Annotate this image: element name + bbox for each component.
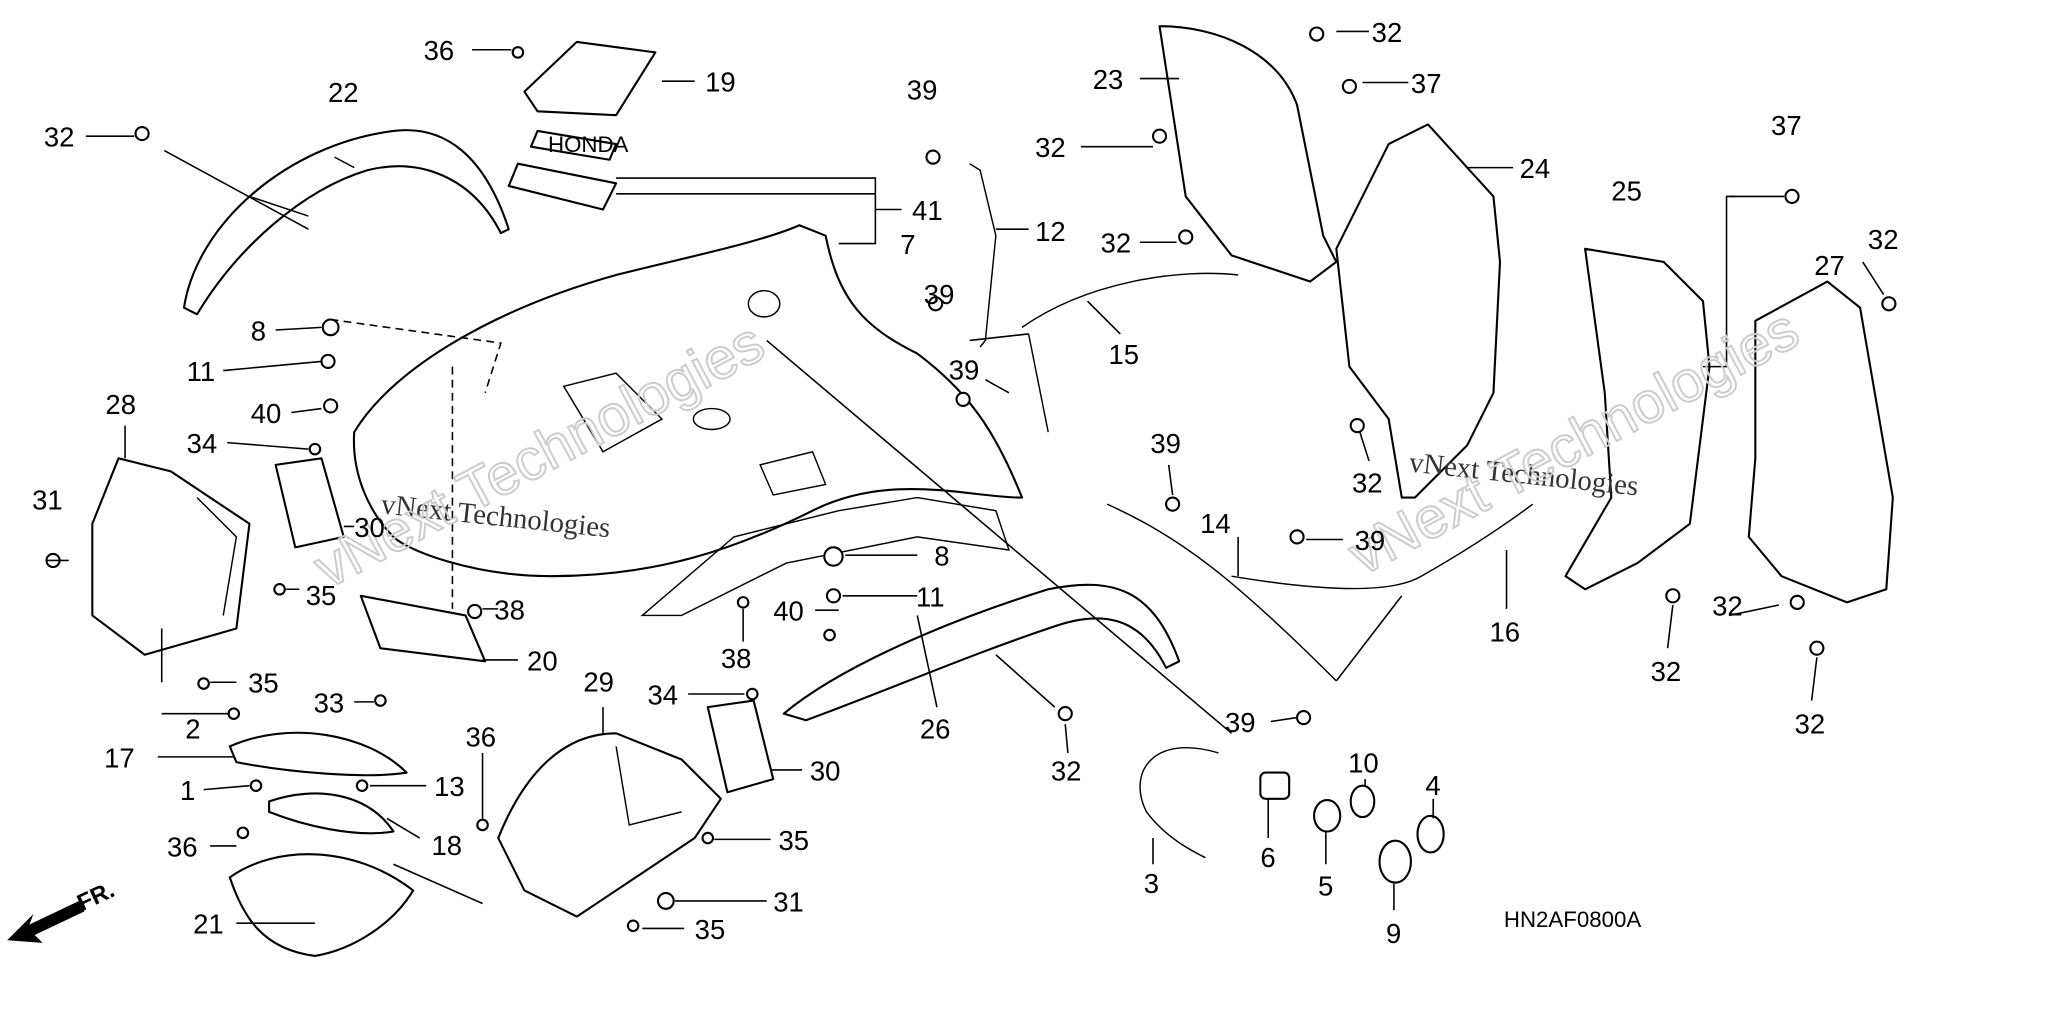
callout-35: 35 [695, 914, 726, 945]
callout-20: 20 [527, 645, 558, 676]
stay-part-15 [1021, 272, 1239, 433]
emblem-part-41: HONDA [507, 129, 629, 211]
seal-part-18 [268, 792, 395, 835]
callout-36: 36 [167, 831, 198, 862]
callout-32: 32 [1712, 590, 1743, 621]
callout-8: 8 [934, 541, 949, 572]
callout-2: 2 [185, 714, 200, 745]
callout-11: 11 [916, 581, 945, 612]
callout-31: 31 [773, 886, 804, 917]
callout-8: 8 [251, 315, 266, 346]
callout-26: 26 [920, 714, 951, 745]
callout-18: 18 [431, 830, 462, 861]
inner-panel-part-25 [1564, 247, 1711, 591]
callout-29: 29 [583, 666, 614, 697]
callout-39: 39 [949, 355, 980, 386]
callout-34: 34 [648, 679, 679, 710]
callout-6: 6 [1260, 842, 1275, 873]
callout-39: 39 [907, 75, 938, 106]
rear-fender-part-26 [782, 583, 1181, 722]
callouts: 36 19 22 32 41 7 39 12 23 32 37 32 24 32… [32, 17, 1898, 949]
callout-31: 31 [32, 484, 63, 515]
duct-part-30-left [274, 457, 345, 549]
inner-panel-part-24 [1335, 123, 1502, 499]
callout-36: 36 [424, 35, 455, 66]
callout-3: 3 [1144, 868, 1159, 899]
callout-17: 17 [104, 742, 135, 773]
stay-part-12 [969, 163, 997, 348]
callout-34: 34 [187, 428, 218, 459]
stay-part-14 [1106, 503, 1337, 682]
callout-4: 4 [1425, 770, 1440, 801]
callout-24: 24 [1520, 153, 1551, 184]
callout-15: 15 [1108, 339, 1139, 370]
callout-30: 30 [354, 512, 385, 543]
cover-part-17 [228, 731, 408, 777]
callout-23: 23 [1093, 64, 1124, 95]
front-fender-part-22 [182, 129, 510, 316]
fasteners [45, 26, 1897, 933]
callout-12: 12 [1035, 216, 1066, 247]
callout-39: 39 [924, 279, 955, 310]
callout-36: 36 [466, 721, 497, 752]
callout-30: 30 [810, 755, 841, 786]
callout-28: 28 [105, 389, 136, 420]
harness-part-3 [1139, 747, 1219, 859]
front-indicator-label: FR. [73, 876, 118, 916]
callout-32: 32 [1051, 755, 1082, 786]
callout-21: 21 [193, 909, 224, 940]
top-lid-part-19 [523, 40, 657, 117]
callout-32: 32 [1352, 467, 1383, 498]
callout-25: 25 [1611, 175, 1642, 206]
callout-33: 33 [314, 687, 345, 718]
callout-32: 32 [1795, 708, 1826, 739]
callout-37: 37 [1771, 110, 1802, 141]
grille-part-20 [359, 594, 487, 663]
callout-1: 1 [180, 775, 195, 806]
callout-14: 14 [1200, 508, 1231, 539]
callout-35: 35 [778, 825, 809, 856]
drawing-code: HN2AF0800A [1504, 907, 1641, 932]
callout-39: 39 [1355, 525, 1386, 556]
emblem-text: HONDA [548, 132, 629, 157]
callout-11: 11 [187, 356, 216, 387]
callout-32: 32 [1651, 656, 1682, 687]
callout-13: 13 [434, 771, 465, 802]
callout-32: 32 [1035, 132, 1066, 163]
callout-39: 39 [1150, 428, 1181, 459]
callout-32: 32 [1372, 17, 1403, 48]
stay-part-16 [1231, 503, 1534, 590]
duct-part-30-right [706, 699, 775, 794]
front-cover-part-7 [352, 224, 1024, 617]
callout-41: 41 [912, 195, 943, 226]
bracket-part-28 [91, 457, 251, 656]
callout-35: 35 [248, 668, 279, 699]
callout-19: 19 [705, 67, 736, 98]
front-direction-arrow-icon: FR. [7, 876, 118, 943]
callout-27: 27 [1814, 250, 1845, 281]
callout-37: 37 [1411, 68, 1442, 99]
callout-39: 39 [1225, 707, 1256, 738]
callout-5: 5 [1318, 871, 1333, 902]
callout-10: 10 [1348, 748, 1379, 779]
callout-32: 32 [1101, 228, 1132, 259]
callout-40: 40 [773, 596, 804, 627]
pocket-part-21 [228, 853, 415, 957]
callout-9: 9 [1386, 918, 1401, 949]
callout-38: 38 [494, 594, 525, 625]
callout-32: 32 [44, 122, 75, 153]
inner-panel-part-23 [1158, 25, 1338, 283]
callout-7: 7 [900, 229, 915, 260]
callout-35: 35 [306, 580, 337, 611]
bracket-part-29 [497, 732, 722, 918]
callout-32: 32 [1868, 224, 1899, 255]
callout-16: 16 [1490, 617, 1521, 648]
callout-40: 40 [251, 398, 282, 429]
callout-38: 38 [721, 643, 752, 674]
callout-22: 22 [328, 77, 359, 108]
leader-lines [46, 30, 1885, 930]
socket-parts-4-to-10 [1259, 771, 1445, 884]
inner-panel-part-27 [1747, 280, 1894, 604]
